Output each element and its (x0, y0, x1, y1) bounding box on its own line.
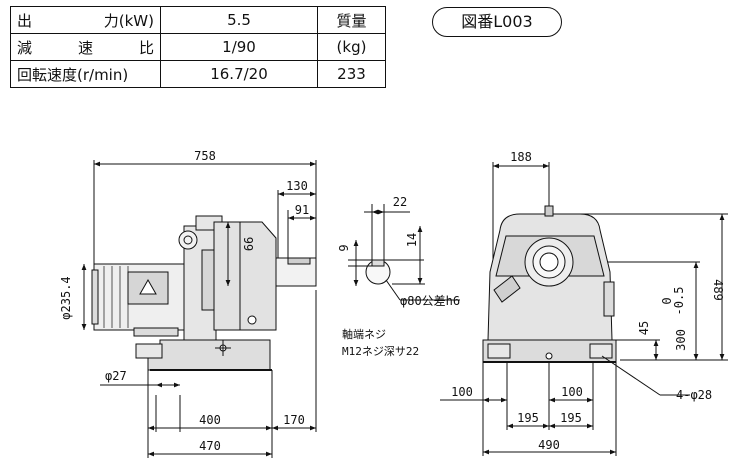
dim-tolerance-lower: -0.5 (672, 287, 686, 316)
front-view (440, 162, 728, 456)
dim-tolerance-upper: 0 (660, 297, 674, 304)
shaft-note-line1: 軸端ネジ (342, 327, 386, 341)
dim-right-195: 195 (560, 411, 582, 425)
dim-to-shaft: 130 (286, 179, 308, 193)
ratio-value: 1/90 (160, 33, 318, 61)
front-view-labels: 188 489 300 0 -0.5 45 100 100 195 195 49… (451, 150, 725, 452)
dim-key-width: 22 (393, 195, 407, 209)
dim-mount-holes: 4-φ28 (676, 388, 712, 402)
dim-left-195: 195 (517, 411, 539, 425)
dim-shaft-length: 91 (295, 203, 309, 217)
spec-table: 出力(kW) 5.5 質量 減速比 1/90 (kg) 回転速度(r/min) … (10, 6, 386, 88)
dim-motor-diameter: φ235.4 (59, 276, 73, 319)
dim-shaft-center-height: 300 (674, 329, 688, 351)
dim-base-thickness: 45 (637, 321, 651, 335)
dim-total-height: 489 (711, 279, 725, 301)
shaft-detail-labels: 22 9 14 φ80公差h6 軸端ネジ M12ネジ深サ22 (337, 195, 460, 358)
dim-shaft-diameter: φ80公差h6 (400, 294, 460, 308)
dim-overall-length: 758 (194, 149, 216, 163)
dim-base-end: 170 (283, 413, 305, 427)
dim-base-length: 470 (199, 439, 221, 453)
spec-row-output: 出力(kW) 5.5 質量 (10, 6, 386, 34)
mass-label: 質量 (317, 6, 386, 34)
dim-right-100: 100 (561, 385, 583, 399)
dim-base-bolt: 400 (199, 413, 221, 427)
spec-row-speed: 回転速度(r/min) 16.7/20 233 (10, 60, 386, 88)
dim-key-height: 14 (405, 233, 419, 247)
drawing-number-badge: 図番L003 (432, 7, 562, 37)
side-view-labels: 758 130 91 99 φ235.4 φ27 400 170 470 (59, 149, 309, 453)
shaft-note-line2: M12ネジ深サ22 (342, 345, 419, 358)
dim-key-depth: 9 (337, 244, 351, 251)
output-label: 出力(kW) (10, 6, 161, 34)
dim-center-offset: 188 (510, 150, 532, 164)
output-value: 5.5 (160, 6, 318, 34)
mass-value: 233 (317, 60, 386, 88)
speed-label: 回転速度(r/min) (10, 60, 161, 88)
ratio-label: 減速比 (10, 33, 161, 61)
dim-shaft-height: 99 (241, 237, 255, 251)
speed-value: 16.7/20 (160, 60, 318, 88)
dim-base-width: 490 (538, 438, 560, 452)
dim-mount-hole: φ27 (105, 369, 127, 383)
shaft-detail (348, 204, 460, 301)
side-view (81, 160, 317, 458)
mass-unit: (kg) (317, 33, 386, 61)
spec-row-ratio: 減速比 1/90 (kg) (10, 33, 386, 61)
dim-left-100: 100 (451, 385, 473, 399)
